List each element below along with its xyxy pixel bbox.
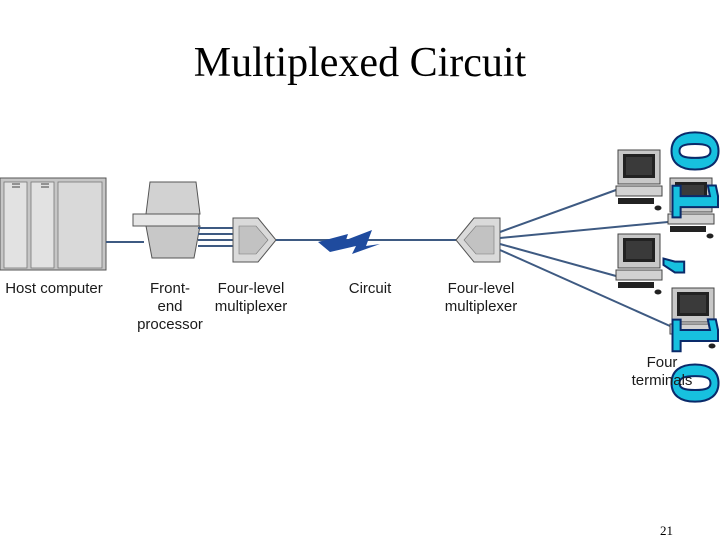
label-terminals-line-1: Four (646, 354, 678, 371)
terminal-icon (615, 149, 663, 211)
label-circuit: Circuit (348, 280, 392, 297)
terminal-icon (667, 177, 715, 239)
label-front-end-processor: Front- end processor (130, 280, 210, 334)
left-multiplexer-icon (232, 217, 277, 263)
label-right-mux-line-2: multiplexer (444, 298, 518, 315)
terminal-icon (615, 233, 663, 295)
slide-title: Multiplexed Circuit (193, 40, 527, 86)
slide-number: 21 (660, 523, 673, 538)
terminal-icon (669, 287, 717, 349)
label-terminals-line-2: terminals (631, 372, 693, 389)
label-host-computer: Host computer (5, 280, 103, 297)
fep-mux-links (198, 227, 236, 247)
brand-binary-logo: 01 , 10 (657, 60, 720, 480)
label-fep-line-1: Front- (149, 280, 190, 297)
label-four-terminals: Four terminals (624, 354, 700, 390)
label-fep-line-2: end (157, 298, 183, 315)
label-right-mux-line-1: Four-level (447, 280, 515, 297)
label-left-mux-line-1: Four-level (217, 280, 285, 297)
lightning-bolt-icon (318, 230, 380, 254)
host-computer-icon (0, 177, 107, 271)
label-fep-line-3: processor (137, 316, 203, 333)
terminal-links (499, 189, 671, 327)
right-multiplexer-icon (455, 217, 501, 263)
label-right-multiplexer: Four-level multiplexer (436, 280, 526, 316)
label-left-multiplexer: Four-level multiplexer (206, 280, 296, 316)
front-end-processor-icon (132, 181, 201, 259)
label-left-mux-line-2: multiplexer (214, 298, 288, 315)
